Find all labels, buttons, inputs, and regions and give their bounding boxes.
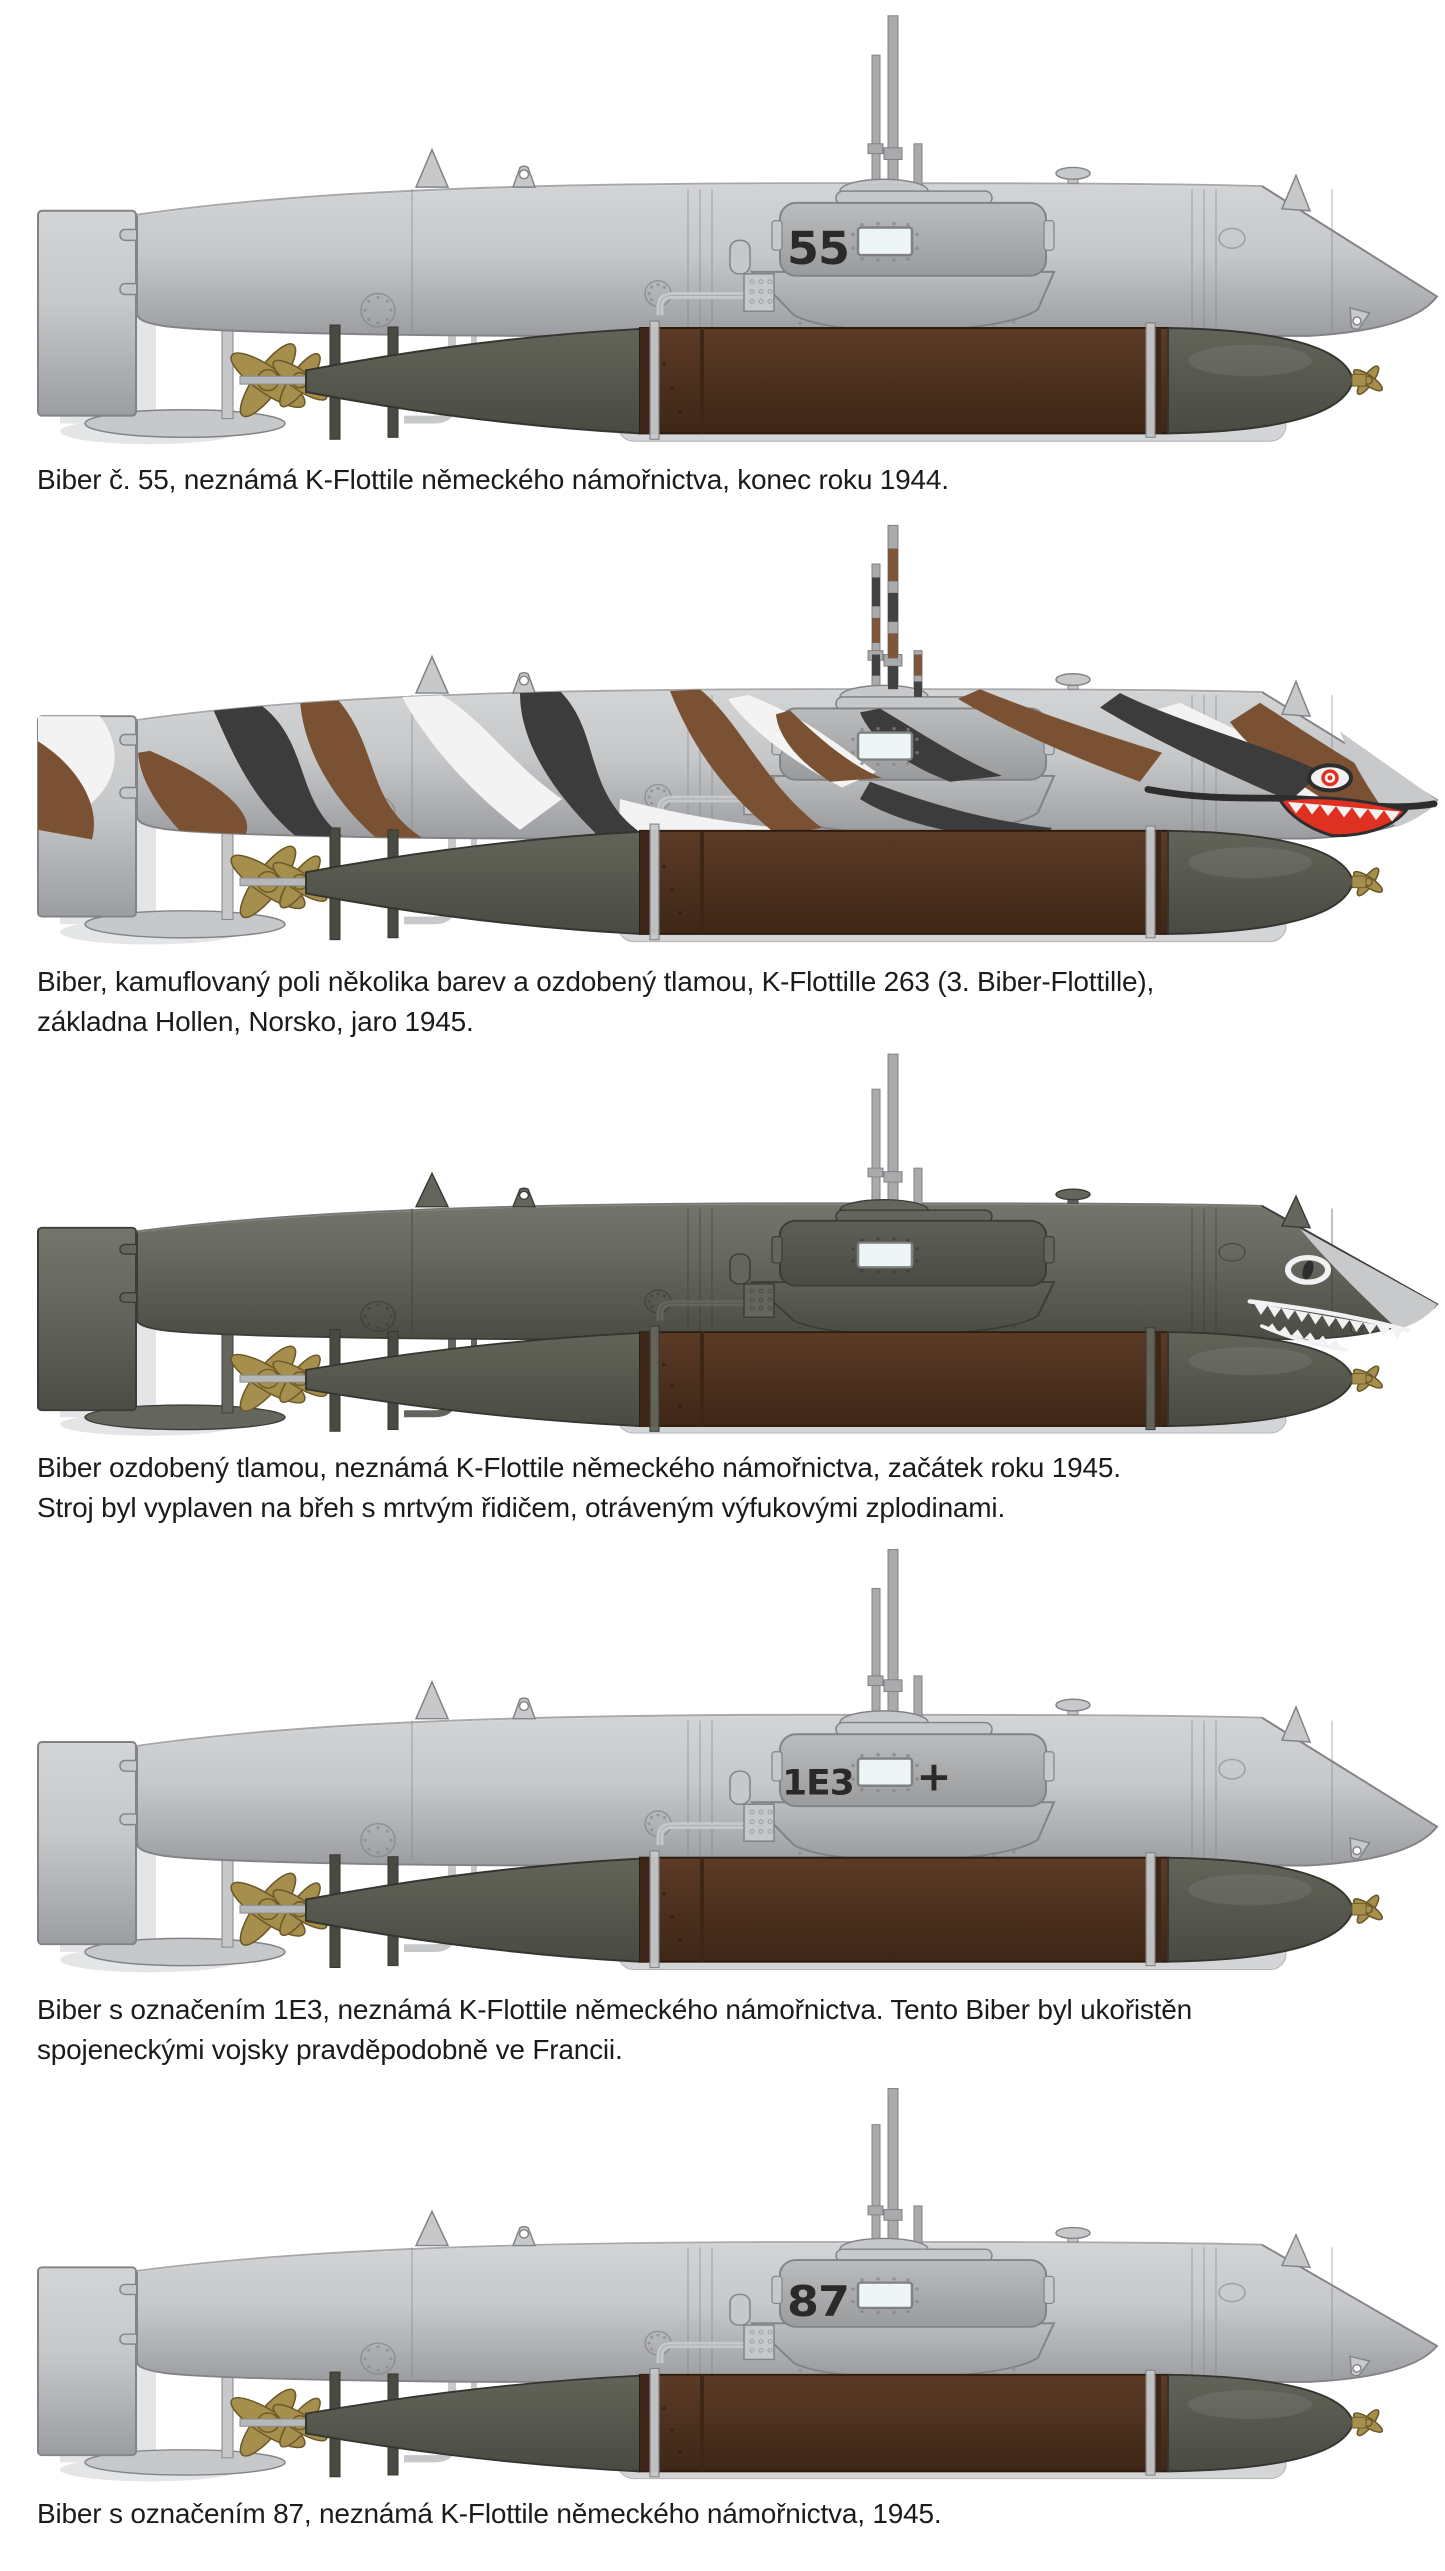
periscope-masts [855,524,945,714]
caption-biber-87: Biber s označením 87, neznámá K-Flottile… [37,2494,1417,2534]
deck-pipe [656,1822,772,1846]
torpedo-strap [649,2367,660,2478]
tower-window [851,2277,919,2315]
torpedo [230,2371,1383,2478]
hatch-ring [360,1300,396,1332]
deck-pipe [656,2341,772,2364]
caption-biber-55: Biber č. 55, neznámá K-Flottile německéh… [37,460,1417,500]
caption-line: spojeneckými vojsky pravděpodobně ve Fra… [37,2034,623,2065]
stern-skeg [84,910,286,939]
torpedo-strap [1145,2369,1156,2476]
torpedo-strap [1145,1852,1156,1967]
torpedo-strap [1145,825,1156,939]
periscope-masts [855,2088,945,2265]
torpedo [230,1329,1383,1432]
hatch-ring [360,1822,396,1858]
towing-lugs [511,1697,1371,1860]
deck-pipe [656,292,772,316]
camouflage-pattern [38,689,1422,842]
deck-fins [414,1171,1312,1229]
deck-fins [414,147,1312,212]
hatch-ring [360,2342,396,2375]
deck-fins [414,2209,1312,2269]
shark-mouth-decoration [1144,731,1438,838]
mushroom-vent [1055,166,1091,184]
towing-lugs [511,165,1371,330]
biber-1e3-illustration: 1E3 + [0,1534,1445,1986]
figure-biber-87: 87 [0,2074,1445,2494]
conning-tower [729,2237,1056,2379]
shark-mouth-decoration [1247,1228,1437,1352]
tower-number: 1E3 [782,1763,854,1803]
torpedo-strap [649,320,660,440]
biber-camouflaged-k-flottille-263-artwork [37,524,1439,945]
torpedo-strap [649,1850,660,1969]
tower-window [851,726,919,767]
caption-biber-sharkmouth: Biber ozdobený tlamou, neznámá K-Flottil… [37,1448,1417,1528]
caption-biber-camouflaged: Biber, kamuflovaný poli několika barev a… [37,962,1417,1042]
stern-skeg [84,2449,286,2476]
tower-window [851,1752,919,1793]
biber-with-shark-mouth-artwork [37,1053,1439,1436]
torpedo-strap [649,1325,660,1432]
stern-skeg [84,408,286,439]
caption-line: Biber s označením 1E3, neznámá K-Flottil… [37,1994,1192,2025]
caption-line: Stroj byl vyplaven na břeh s mrtvým řidi… [37,1492,1006,1523]
biber-sharkmouth-illustration [0,1040,1445,1448]
stern-skeg [84,1937,286,1967]
caption-biber-1e3: Biber s označením 1E3, neznámá K-Flottil… [37,1990,1417,2070]
conning-tower [729,1199,1056,1336]
torpedo-strap [649,823,660,941]
hatch-ring [360,292,396,328]
biber-1e3-artwork: 1E3 + [37,1549,1439,1973]
caption-line: základna Hollen, Norsko, jaro 1945. [37,1006,474,1037]
torpedo [230,324,1383,440]
caption-line: Biber s označením 87, neznámá K-Flottile… [37,2498,942,2529]
torpedo [230,827,1383,941]
deck-fins [414,654,1312,717]
tower-cross-marking: + [916,1753,951,1800]
tower-window [851,221,919,262]
caption-line: Biber č. 55, neznámá K-Flottile německéh… [37,464,949,495]
periscope-masts [855,1053,945,1225]
deck-pipe [656,1300,772,1321]
torpedo-strap [1145,1327,1156,1431]
torpedo [230,1854,1383,1969]
mushroom-vent [1055,673,1091,690]
biber-55-illustration: 55 [0,0,1445,458]
mushroom-vent [1055,1188,1091,1204]
stern-skeg [84,1404,286,1431]
figure-biber-camouflaged [0,510,1445,958]
tower-number: 87 [787,2278,849,2326]
biber-camouflaged-illustration [0,510,1445,958]
periscope-masts [855,15,945,208]
figure-biber-1e3: 1E3 + [0,1534,1445,1986]
mushroom-vent [1055,1698,1091,1716]
caption-line: Biber ozdobený tlamou, neznámá K-Flottil… [37,1452,1121,1483]
tower-window [851,1237,919,1274]
towing-lugs [511,2225,1371,2377]
figure-biber-sharkmouth [0,1040,1445,1448]
biber-87-illustration: 87 [0,2074,1445,2494]
mushroom-vent [1055,2226,1091,2243]
biber-55-artwork: 55 [37,15,1439,445]
periscope-masts [855,1549,945,1739]
biber-87-artwork: 87 [37,2088,1439,2482]
deck-fins [414,1679,1312,1743]
figure-biber-55: 55 [0,0,1445,458]
torpedo-strap [1145,322,1156,438]
caption-line: Biber, kamuflovaný poli několika barev a… [37,966,1155,997]
tower-number: 55 [787,222,849,275]
